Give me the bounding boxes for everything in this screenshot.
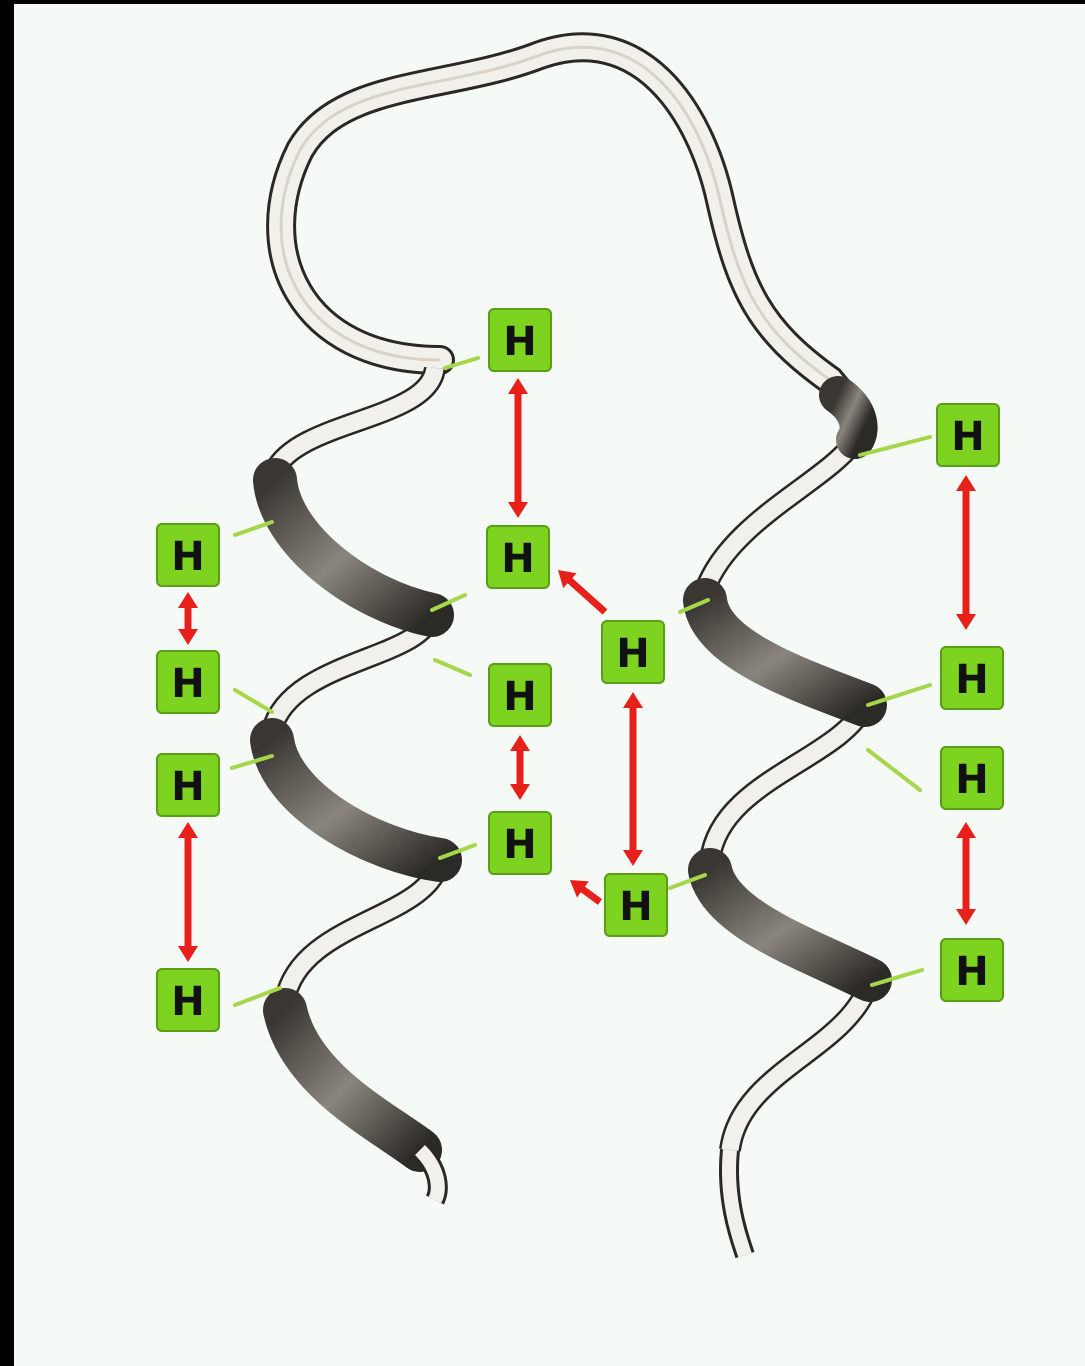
interaction-arrow [956, 822, 976, 925]
hydrophobic-residue: H [486, 525, 550, 589]
helix-interaction-diagram: H H H H H H H H H H H H H H [156, 32, 1004, 1259]
residue-label: H [171, 979, 204, 1025]
interaction-arrow [570, 880, 603, 905]
residue-label: H [171, 661, 204, 707]
hydrophobic-residue: H [156, 753, 220, 817]
interaction-arrows [178, 378, 976, 962]
hydrophobic-residue: H [940, 938, 1004, 1002]
interaction-arrow [510, 735, 530, 800]
residue-label: H [955, 757, 988, 803]
residue-label: H [951, 414, 984, 460]
hydrophobic-residue: H [156, 650, 220, 714]
hydrophobic-residues: H H H H H H H H H H H H H H [156, 308, 1004, 1032]
hydrophobic-residue: H [936, 403, 1000, 467]
residue-label: H [171, 764, 204, 810]
hydrophobic-residue: H [156, 523, 220, 587]
interaction-arrow [508, 378, 528, 518]
interaction-arrow [178, 592, 198, 645]
hydrophobic-residue: H [156, 968, 220, 1032]
hydrophobic-residue: H [940, 746, 1004, 810]
right-helix [683, 376, 892, 1259]
residue-label: H [503, 822, 536, 868]
hydrophobic-residue: H [488, 663, 552, 727]
hydrophobic-residue: H [488, 811, 552, 875]
hydrophobic-residue: H [940, 646, 1004, 710]
residue-label: H [171, 534, 204, 580]
residue-label: H [955, 657, 988, 703]
residue-label: H [503, 674, 536, 720]
left-helix [250, 365, 462, 1205]
hydrophobic-residue: H [604, 873, 668, 937]
residue-label: H [616, 631, 649, 677]
residue-label: H [501, 536, 534, 582]
hydrophobic-residue: H [601, 620, 665, 684]
residue-label: H [619, 884, 652, 930]
interaction-arrow [956, 475, 976, 630]
interaction-arrow [178, 822, 198, 962]
interaction-arrow [558, 570, 608, 615]
residue-label: H [955, 949, 988, 995]
diagram-canvas: H H H H H H H H H H H H H H [14, 4, 1085, 1366]
residue-label: H [503, 319, 536, 365]
side-chain-stubs [230, 356, 932, 1007]
loop-ribbon [266, 32, 870, 425]
interaction-arrow [623, 692, 643, 866]
hydrophobic-residue: H [488, 308, 552, 372]
